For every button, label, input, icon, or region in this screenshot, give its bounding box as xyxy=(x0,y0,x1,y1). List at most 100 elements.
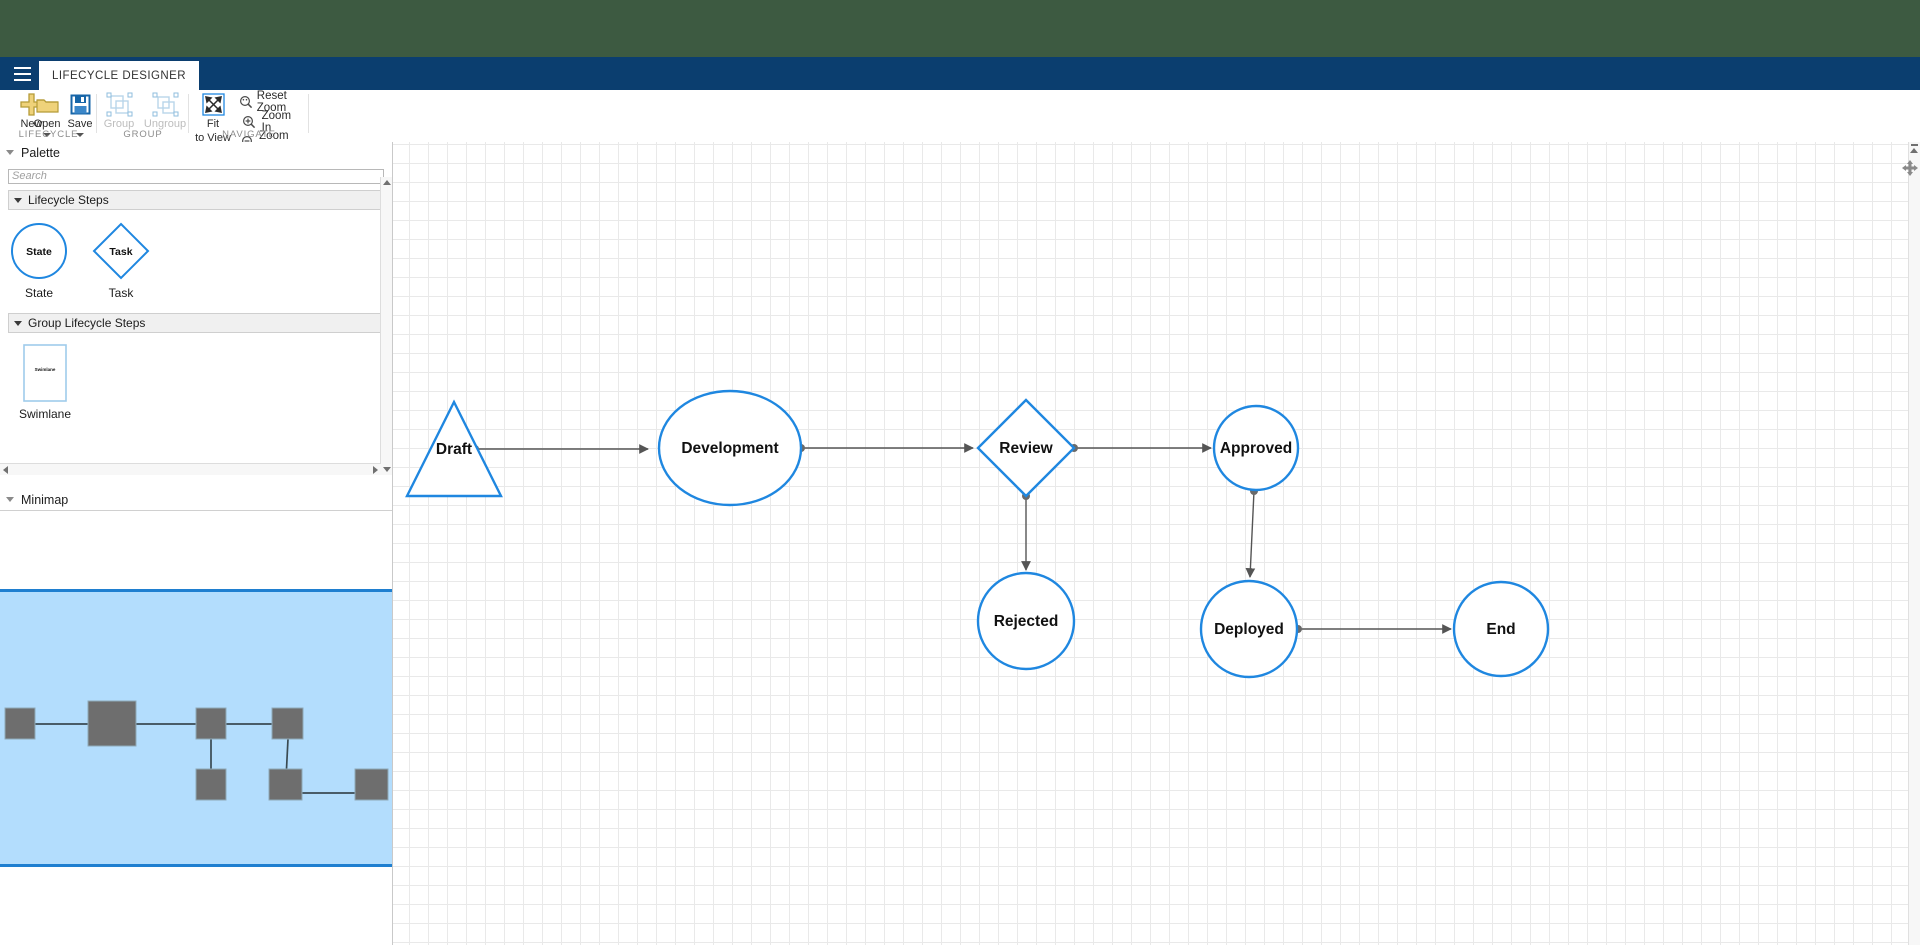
tab-label: LIFECYCLE DESIGNER xyxy=(52,69,186,82)
diagram-canvas[interactable]: Draft Development Review Approved Reject… xyxy=(393,142,1920,945)
tab-lifecycle-designer[interactable]: LIFECYCLE DESIGNER xyxy=(39,61,199,90)
fit-to-view-icon xyxy=(189,92,237,117)
node-approved[interactable] xyxy=(1212,404,1300,492)
palette-items-lifecycle-steps: State State Task Task xyxy=(0,210,392,300)
floppy-disk-icon xyxy=(64,92,96,117)
node-label-end: End xyxy=(1486,621,1515,638)
palette-horizontal-scrollbar[interactable] xyxy=(0,463,381,475)
scroll-down-arrow-icon[interactable] xyxy=(383,467,391,472)
scrollbar-cap xyxy=(1911,144,1918,146)
node-end[interactable] xyxy=(1452,580,1550,678)
ribbon-divider xyxy=(188,94,189,133)
node-development[interactable] xyxy=(657,389,803,507)
palette-title: Palette xyxy=(21,145,60,160)
save-label: Save xyxy=(67,118,93,130)
scroll-up-arrow-icon[interactable] xyxy=(383,180,391,185)
open-button[interactable]: Open xyxy=(31,90,63,137)
node-label-deployed: Deployed xyxy=(1214,621,1284,638)
palette-section-header[interactable]: Palette xyxy=(0,142,392,164)
palette-item-state[interactable]: State State xyxy=(6,220,72,300)
collapse-caret-icon[interactable] xyxy=(6,150,14,155)
open-label: Open xyxy=(33,118,61,130)
category-group-lifecycle-steps-label: Group Lifecycle Steps xyxy=(28,316,146,330)
canvas-vertical-scrollbar[interactable] xyxy=(1908,142,1920,945)
ribbon-toolbar: New Open xyxy=(0,90,1920,154)
ribbon-group-label-lifecycle: LIFECYCLE xyxy=(18,129,79,140)
palette-item-swimlane[interactable]: Swimlane Swimlane xyxy=(12,343,78,421)
lifecycle-designer-window: LIFECYCLE DESIGNER New xyxy=(0,57,1920,945)
open-dropdown-caret-icon[interactable] xyxy=(43,133,51,137)
node-label-approved: Approved xyxy=(1220,440,1292,457)
fit-to-view-label-line1: Fit xyxy=(206,118,220,130)
node-label-review: Review xyxy=(999,440,1053,457)
ribbon-group-label-navigate: NAVIGATE xyxy=(222,129,276,140)
save-dropdown-caret-icon[interactable] xyxy=(76,133,84,137)
palette-item-swimlane-label: Swimlane xyxy=(18,407,72,421)
minimap-section-header[interactable]: Minimap xyxy=(0,489,392,511)
zoom-in-label: Zoom In xyxy=(261,110,292,134)
group-label: Group xyxy=(103,118,135,130)
ribbon-divider xyxy=(308,94,309,133)
state-shape-icon: State xyxy=(6,220,72,282)
node-rejected[interactable] xyxy=(976,571,1076,671)
zoom-in-icon xyxy=(239,115,259,129)
node-label-development: Development xyxy=(681,440,778,457)
palette-item-task-label: Task xyxy=(108,286,134,300)
category-lifecycle-steps[interactable]: Lifecycle Steps xyxy=(8,190,384,210)
title-bar: LIFECYCLE DESIGNER xyxy=(0,57,1920,90)
folder-icon xyxy=(31,92,63,117)
palette-vertical-scrollbar[interactable] xyxy=(380,177,392,475)
ribbon-group-navigate: Fit to View Reset Zoom xyxy=(189,90,309,154)
left-panel: Palette Lifecycle Steps S xyxy=(0,142,393,945)
expand-arrows-icon[interactable] xyxy=(1901,159,1919,177)
edge-approved-deployed[interactable] xyxy=(1245,490,1256,578)
node-label-rejected: Rejected xyxy=(994,613,1059,630)
zoom-in-button[interactable]: Zoom In xyxy=(239,110,309,134)
scroll-right-arrow-icon[interactable] xyxy=(373,466,378,474)
state-shape-inner-label: State xyxy=(26,246,52,258)
save-button[interactable]: Save xyxy=(64,90,96,137)
canvas-grid xyxy=(393,142,1920,945)
fit-to-view-button[interactable]: Fit to View xyxy=(189,90,237,144)
swimlane-shape-inner-label: Swimlane xyxy=(35,367,56,372)
ribbon-group-group: Group Ungroup xyxy=(97,90,189,142)
group-icon xyxy=(97,92,141,117)
desktop-background-top xyxy=(0,0,1920,57)
ungroup-label: Ungroup xyxy=(143,118,187,130)
palette-items-group-lifecycle-steps: Swimlane Swimlane xyxy=(0,333,392,421)
task-shape-icon: Task xyxy=(88,220,154,282)
minimap-title: Minimap xyxy=(21,492,69,507)
ungroup-icon xyxy=(141,92,189,117)
new-label: New xyxy=(20,118,43,130)
edge-source-dots xyxy=(471,444,1302,633)
reset-zoom-button[interactable]: Reset Zoom xyxy=(239,90,309,114)
ungroup-button[interactable]: Ungroup xyxy=(141,90,189,134)
node-draft[interactable] xyxy=(405,399,503,498)
group-button[interactable]: Group xyxy=(97,90,141,134)
plus-icon xyxy=(0,92,63,117)
ribbon-group-label-group: GROUP xyxy=(123,129,163,140)
fit-to-view-label-line2: to View xyxy=(195,132,231,144)
ribbon-divider xyxy=(96,94,97,133)
chevron-down-icon xyxy=(14,197,22,203)
node-label-draft: Draft xyxy=(436,441,472,458)
node-review[interactable] xyxy=(976,398,1076,498)
minimap-graph xyxy=(4,700,389,801)
palette-search-wrapper xyxy=(0,163,392,186)
ribbon-group-lifecycle: New Open xyxy=(0,90,97,142)
scroll-left-arrow-icon[interactable] xyxy=(3,466,8,474)
new-button[interactable]: New xyxy=(0,90,63,134)
reset-zoom-label: Reset Zoom xyxy=(256,90,287,114)
hamburger-menu-icon[interactable] xyxy=(8,62,36,85)
scroll-up-arrow-icon[interactable] xyxy=(1910,148,1918,153)
minimap-canvas[interactable] xyxy=(0,511,392,867)
palette-item-task[interactable]: Task Task xyxy=(88,220,154,300)
reset-zoom-icon xyxy=(239,95,254,109)
node-deployed[interactable] xyxy=(1199,579,1299,679)
collapse-caret-icon[interactable] xyxy=(6,497,14,502)
diagram-svg: Draft Development Review Approved Reject… xyxy=(405,389,1550,679)
category-group-lifecycle-steps[interactable]: Group Lifecycle Steps xyxy=(8,313,384,333)
category-lifecycle-steps-label: Lifecycle Steps xyxy=(28,193,109,207)
search-input[interactable] xyxy=(8,168,384,184)
